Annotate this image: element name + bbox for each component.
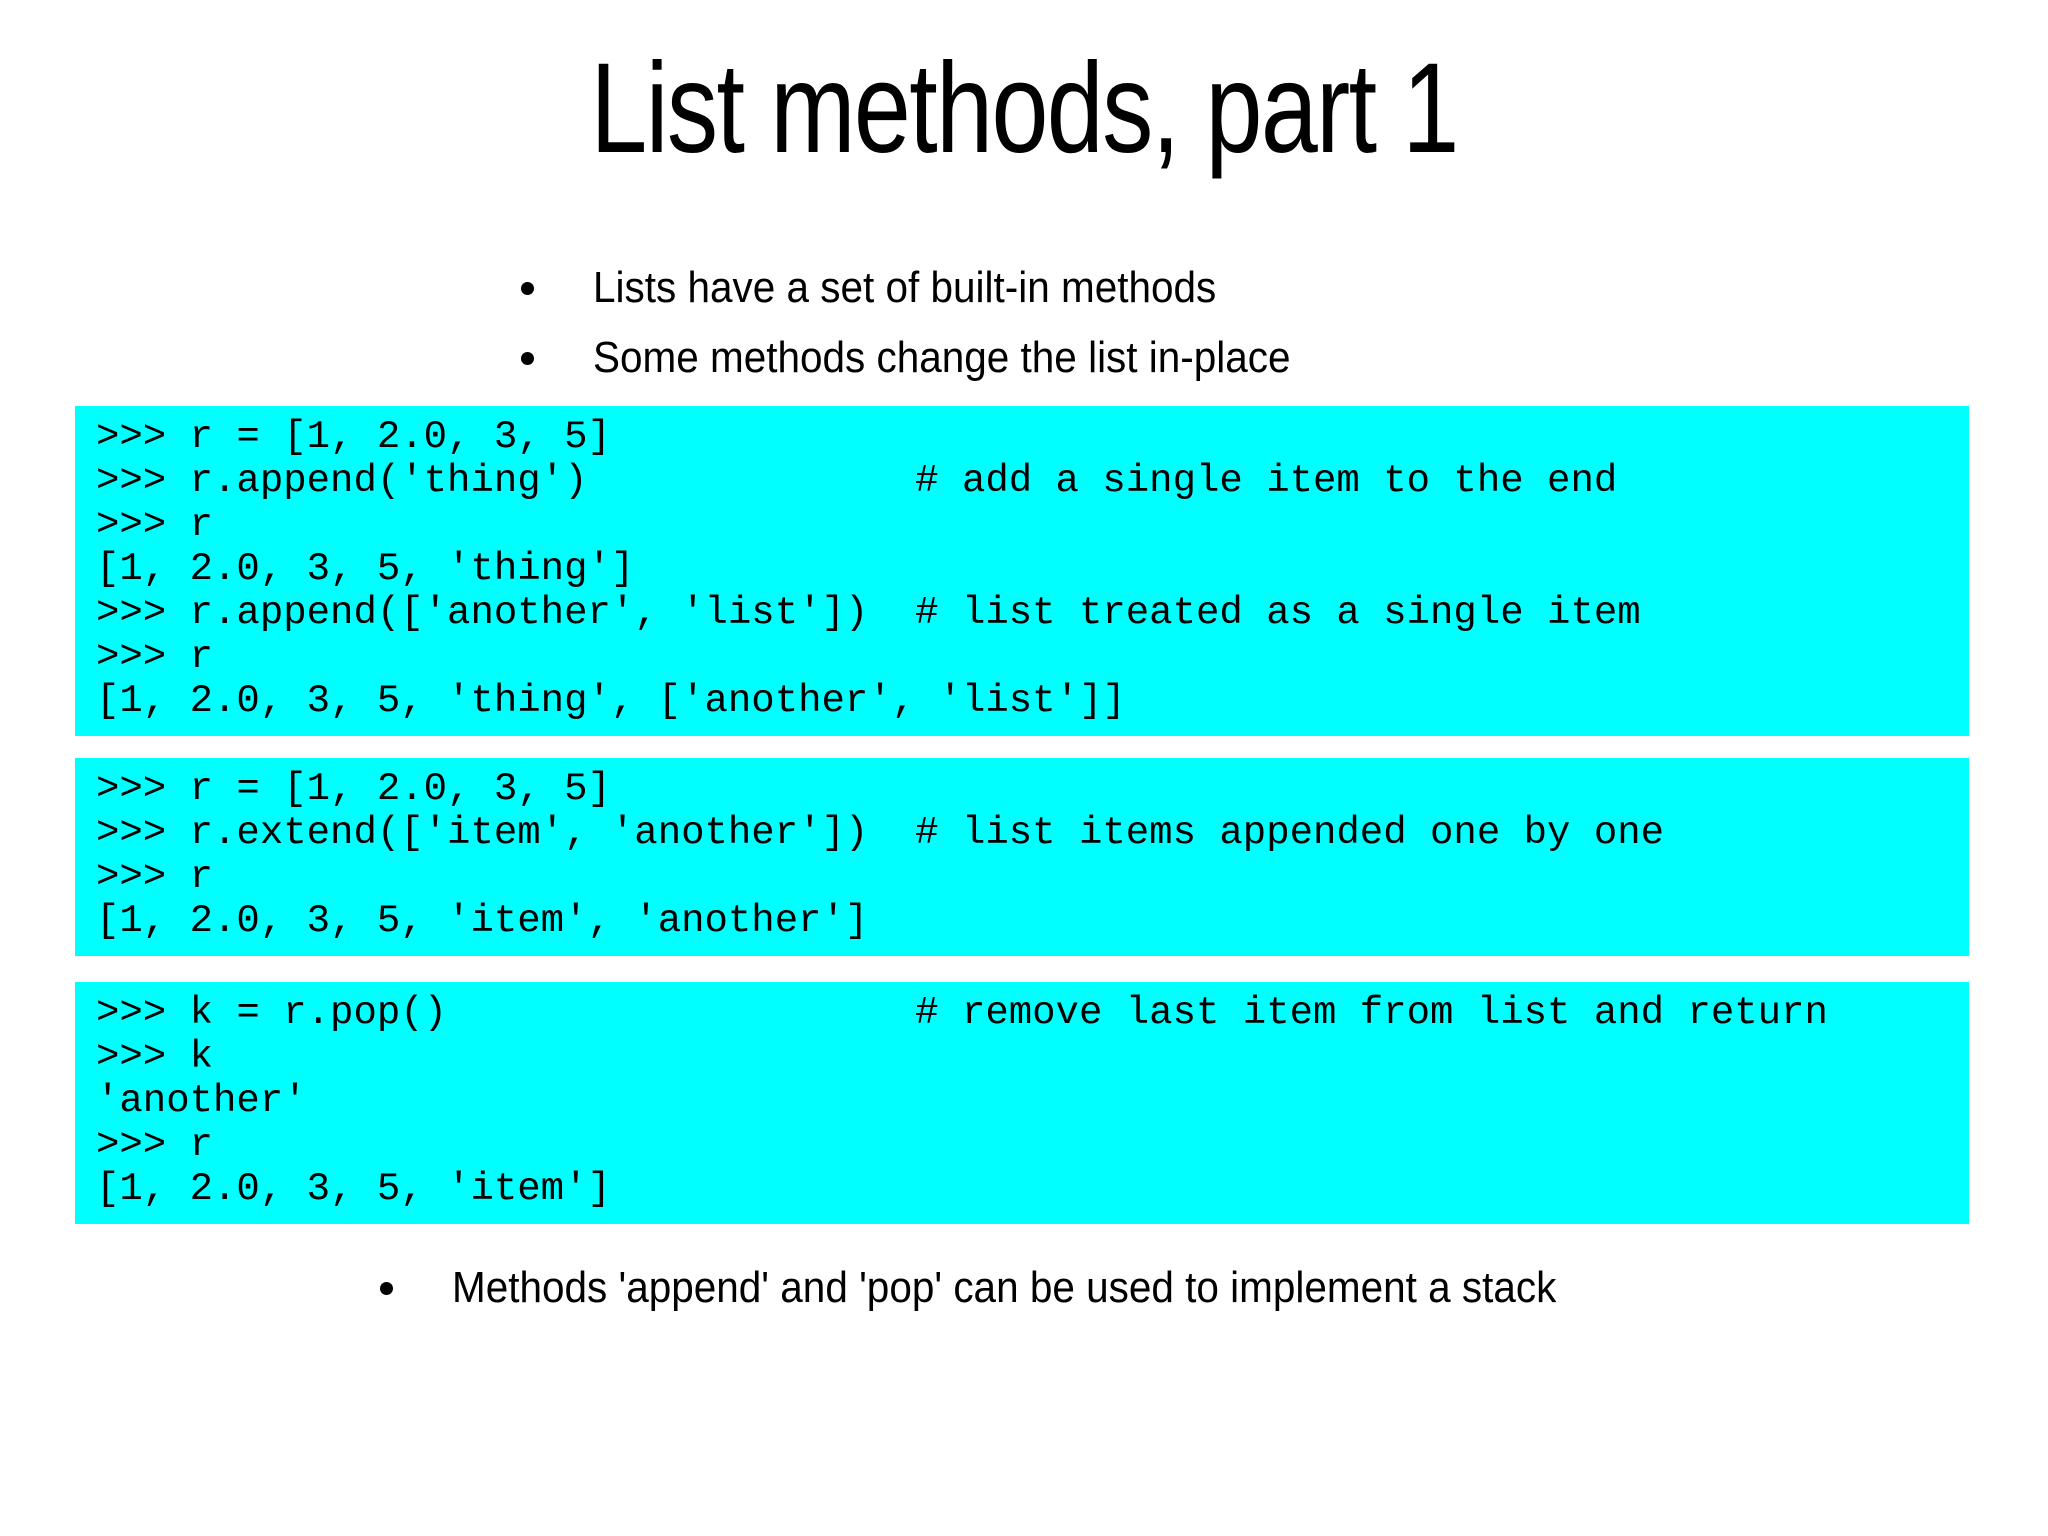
code-block-pop-example: >>> k = r.pop() # remove last item from … [75,982,1969,1225]
bullet-icon [380,1281,393,1295]
bullet-icon [521,281,534,295]
code-block-extend-example: >>> r = [1, 2.0, 3, 5] >>> r.extend(['it… [75,758,1969,957]
list-item: Some methods change the list in-place [521,332,2048,384]
list-item: Methods 'append' and 'pop' can be used t… [380,1262,2048,1314]
page-title: List methods, part 1 [0,37,2048,180]
bullet-text-builtin-methods: Lists have a set of built-in methods [593,263,1217,313]
bullet-icon [521,351,534,365]
page-title-text: List methods, part 1 [590,37,1459,180]
bottom-bullet-list: Methods 'append' and 'pop' can be used t… [380,1262,2048,1314]
code-block-append-example: >>> r = [1, 2.0, 3, 5] >>> r.append('thi… [75,406,1969,737]
bullet-text-stack: Methods 'append' and 'pop' can be used t… [452,1263,1557,1313]
bullet-text-in-place: Some methods change the list in-place [593,333,1291,383]
top-bullet-list: Lists have a set of built-in methods Som… [521,262,2048,384]
code-text-extend: >>> r = [1, 2.0, 3, 5] >>> r.extend(['it… [96,767,1665,944]
list-item: Lists have a set of built-in methods [521,262,2048,314]
code-text-pop: >>> k = r.pop() # remove last item from … [96,991,1828,1212]
code-text-append: >>> r = [1, 2.0, 3, 5] >>> r.append('thi… [96,415,1641,724]
